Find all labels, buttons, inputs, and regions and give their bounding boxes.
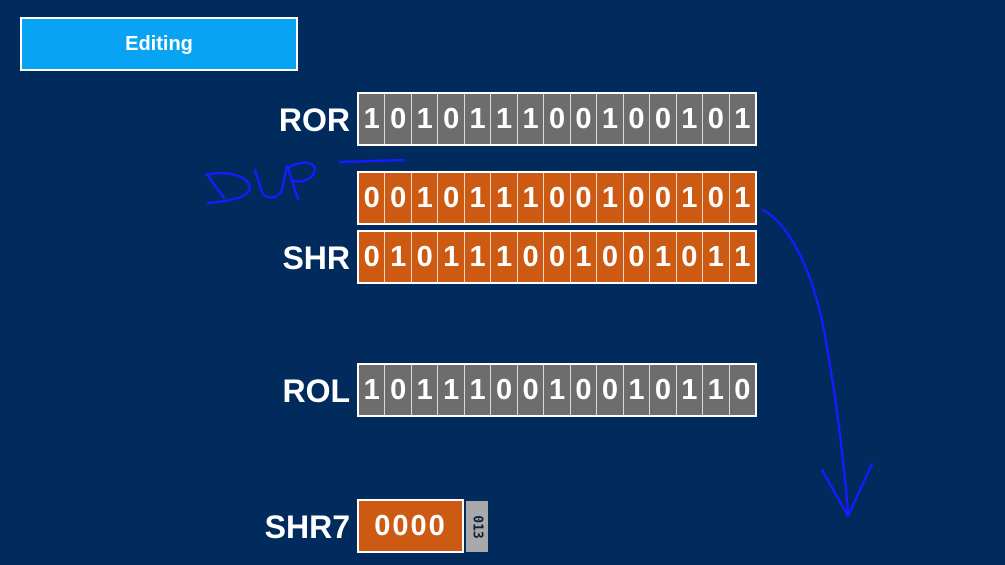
bit-cell: 1 bbox=[465, 232, 492, 282]
dup-underline bbox=[338, 158, 406, 164]
bit-cell: 0 bbox=[438, 173, 465, 223]
bit-cell: 0 bbox=[650, 365, 677, 415]
bit-cell: 1 bbox=[412, 173, 439, 223]
dup-letter-p bbox=[286, 161, 316, 201]
bit-cell: 1 bbox=[412, 365, 439, 415]
shr7-tag: 013 bbox=[466, 501, 488, 552]
bit-cell: 0 bbox=[650, 94, 677, 144]
bit-cell: 0 bbox=[359, 173, 386, 223]
bit-cell: 1 bbox=[491, 173, 518, 223]
bit-cell: 1 bbox=[734, 181, 751, 214]
bit-cell: 0 bbox=[571, 173, 598, 223]
bit-cell: 0 bbox=[544, 94, 571, 144]
bit-cell: 1 bbox=[359, 365, 386, 415]
carry-arrow-head bbox=[820, 462, 874, 518]
bit-cell: 1 bbox=[734, 102, 751, 135]
editing-mode-button[interactable]: Editing bbox=[20, 17, 298, 71]
bit-cell: 0 bbox=[438, 94, 465, 144]
shr7-value-box: 0000 bbox=[357, 499, 464, 553]
bit-cell: 0 bbox=[518, 232, 545, 282]
bit-cell: 0 bbox=[650, 173, 677, 223]
bit-cell: 1 bbox=[703, 232, 730, 282]
bit-cell: 1 bbox=[491, 94, 518, 144]
bit-cell: 0 bbox=[385, 173, 412, 223]
bit-cell: 1 bbox=[650, 232, 677, 282]
bit-cell: 1 bbox=[465, 94, 492, 144]
bit-cell: 1 bbox=[544, 365, 571, 415]
dup-letter-d bbox=[204, 171, 251, 205]
bit-cell: 1 bbox=[677, 365, 704, 415]
shr7-label: SHR7 bbox=[264, 509, 350, 545]
ror-label: ROR bbox=[278, 102, 350, 138]
bit-cell: 1 bbox=[385, 232, 412, 282]
bit-cell: 0 bbox=[571, 365, 598, 415]
bit-cell: 0 bbox=[703, 94, 730, 144]
bit-cell: 0 bbox=[624, 94, 651, 144]
bit-cell: 1 bbox=[465, 173, 492, 223]
bit-cell: 0 bbox=[571, 94, 598, 144]
rol-label: ROL bbox=[282, 373, 350, 409]
bit-cell: 1 bbox=[571, 232, 598, 282]
bit-cell: 0 bbox=[703, 173, 730, 223]
bit-cell: 1 bbox=[465, 365, 492, 415]
bit-cell: 1 bbox=[438, 365, 465, 415]
bit-cell: 1 bbox=[677, 173, 704, 223]
carry-arrow-line bbox=[761, 208, 850, 514]
bit-cell: 1 bbox=[518, 94, 545, 144]
bit-cell: 0 bbox=[385, 365, 412, 415]
bit-cell: 1 bbox=[703, 365, 730, 415]
bit-cell: 1 bbox=[734, 240, 751, 273]
bit-cell: 0 bbox=[597, 232, 624, 282]
bit-cell: 1 bbox=[438, 232, 465, 282]
bit-cell: 0 bbox=[544, 232, 571, 282]
bit-cell: 0 bbox=[491, 365, 518, 415]
bit-cell: 1 bbox=[597, 94, 624, 144]
bit-cell: 0 bbox=[518, 365, 545, 415]
bit-cell: 0 bbox=[597, 365, 624, 415]
bit-cell: 0 bbox=[734, 373, 751, 406]
shr7-tag-text: 013 bbox=[469, 514, 485, 539]
bit-cell: 1 bbox=[624, 365, 651, 415]
bit-cell: 0 bbox=[359, 232, 386, 282]
shr-label: SHR bbox=[282, 240, 350, 276]
bit-cell: 1 bbox=[518, 173, 545, 223]
bit-cell: 1 bbox=[359, 94, 386, 144]
bit-cell: 1 bbox=[491, 232, 518, 282]
bit-cell: 0 bbox=[624, 232, 651, 282]
bit-cell: 0 bbox=[544, 173, 571, 223]
bit-cell: 0 bbox=[385, 94, 412, 144]
bit-cell: 1 bbox=[677, 94, 704, 144]
bit-cell: 0 bbox=[677, 232, 704, 282]
dup-letter-u bbox=[253, 164, 289, 199]
bit-cell: 0 bbox=[624, 173, 651, 223]
bit-cell: 0 bbox=[412, 232, 439, 282]
bit-cell: 1 bbox=[412, 94, 439, 144]
bit-cell: 1 bbox=[597, 173, 624, 223]
